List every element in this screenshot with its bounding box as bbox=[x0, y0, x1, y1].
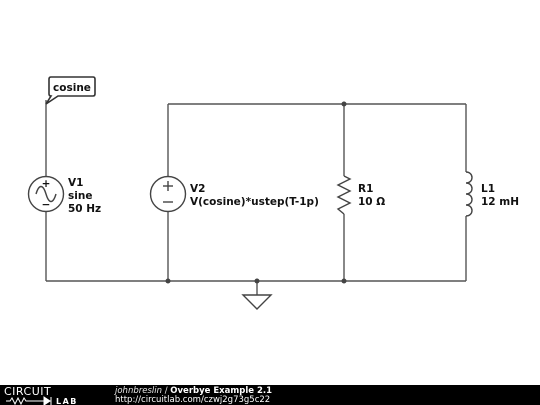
junction-dot bbox=[341, 278, 347, 284]
v1-sine-source-symbol: + − bbox=[27, 175, 65, 213]
title-separator: / bbox=[162, 386, 171, 396]
author-link[interactable]: johnbreslin bbox=[115, 386, 162, 396]
v1-type: sine bbox=[68, 190, 92, 202]
net-label-flag bbox=[45, 76, 96, 105]
v2-expression: V(cosine)*ustep(T-1p) bbox=[190, 196, 319, 208]
v1-minus-sign: − bbox=[42, 199, 51, 211]
net-label-cosine: cosine bbox=[45, 76, 96, 105]
v2-ref: V2 bbox=[190, 183, 205, 195]
r1-value: 10 Ω bbox=[358, 196, 385, 208]
v1-ref: V1 bbox=[68, 177, 83, 189]
v2-voltage-source-symbol bbox=[149, 175, 187, 213]
v2-circle bbox=[149, 175, 187, 213]
r1-zigzag bbox=[336, 175, 352, 215]
circuit-url-link[interactable]: http://circuitlab.com/czwj2g73g5c22 bbox=[115, 395, 271, 405]
r1-label: R1 10 Ω bbox=[358, 183, 385, 208]
l1-coil bbox=[465, 171, 473, 217]
circuit-title[interactable]: Overbye Example 2.1 bbox=[170, 386, 273, 396]
l1-inductor-symbol bbox=[465, 171, 473, 217]
v1-frequency: 50 Hz bbox=[68, 203, 101, 215]
net-label-text: cosine bbox=[53, 82, 91, 94]
logo-diode-icon bbox=[43, 396, 52, 405]
footer-author-line: johnbreslin / Overbye Example 2.1 bbox=[115, 386, 272, 396]
logo-resistor-icon bbox=[6, 396, 44, 405]
l1-label: L1 12 mH bbox=[481, 183, 519, 208]
footer-bar: CIRCUIT LAB johnbreslin / Overbye Exampl… bbox=[0, 385, 540, 405]
v2-label: V2 V(cosine)*ustep(T-1p) bbox=[190, 183, 319, 208]
l1-ref: L1 bbox=[481, 183, 495, 195]
ground-icon bbox=[241, 294, 273, 310]
circuit-schematic: cosine + − V1 sine 50 Hz V2 V(cosine)*us… bbox=[27, 76, 519, 310]
v1-plus-sign: + bbox=[42, 178, 51, 190]
logo-bottom-text: LAB bbox=[56, 397, 78, 405]
sine-wave-icon bbox=[35, 185, 57, 203]
ground-triangle bbox=[241, 294, 273, 310]
v1-circle bbox=[27, 175, 65, 213]
logo-top-text: CIRCUIT bbox=[4, 385, 51, 398]
junction-dot bbox=[254, 278, 260, 284]
circuitlab-logo: CIRCUIT LAB bbox=[4, 385, 78, 405]
l1-value: 12 mH bbox=[481, 196, 519, 208]
r1-resistor-symbol bbox=[336, 175, 352, 215]
junction-dot bbox=[165, 278, 171, 284]
r1-ref: R1 bbox=[358, 183, 373, 195]
junctions bbox=[165, 101, 347, 284]
v1-label: V1 sine 50 Hz bbox=[68, 177, 101, 215]
junction-dot bbox=[341, 101, 347, 107]
